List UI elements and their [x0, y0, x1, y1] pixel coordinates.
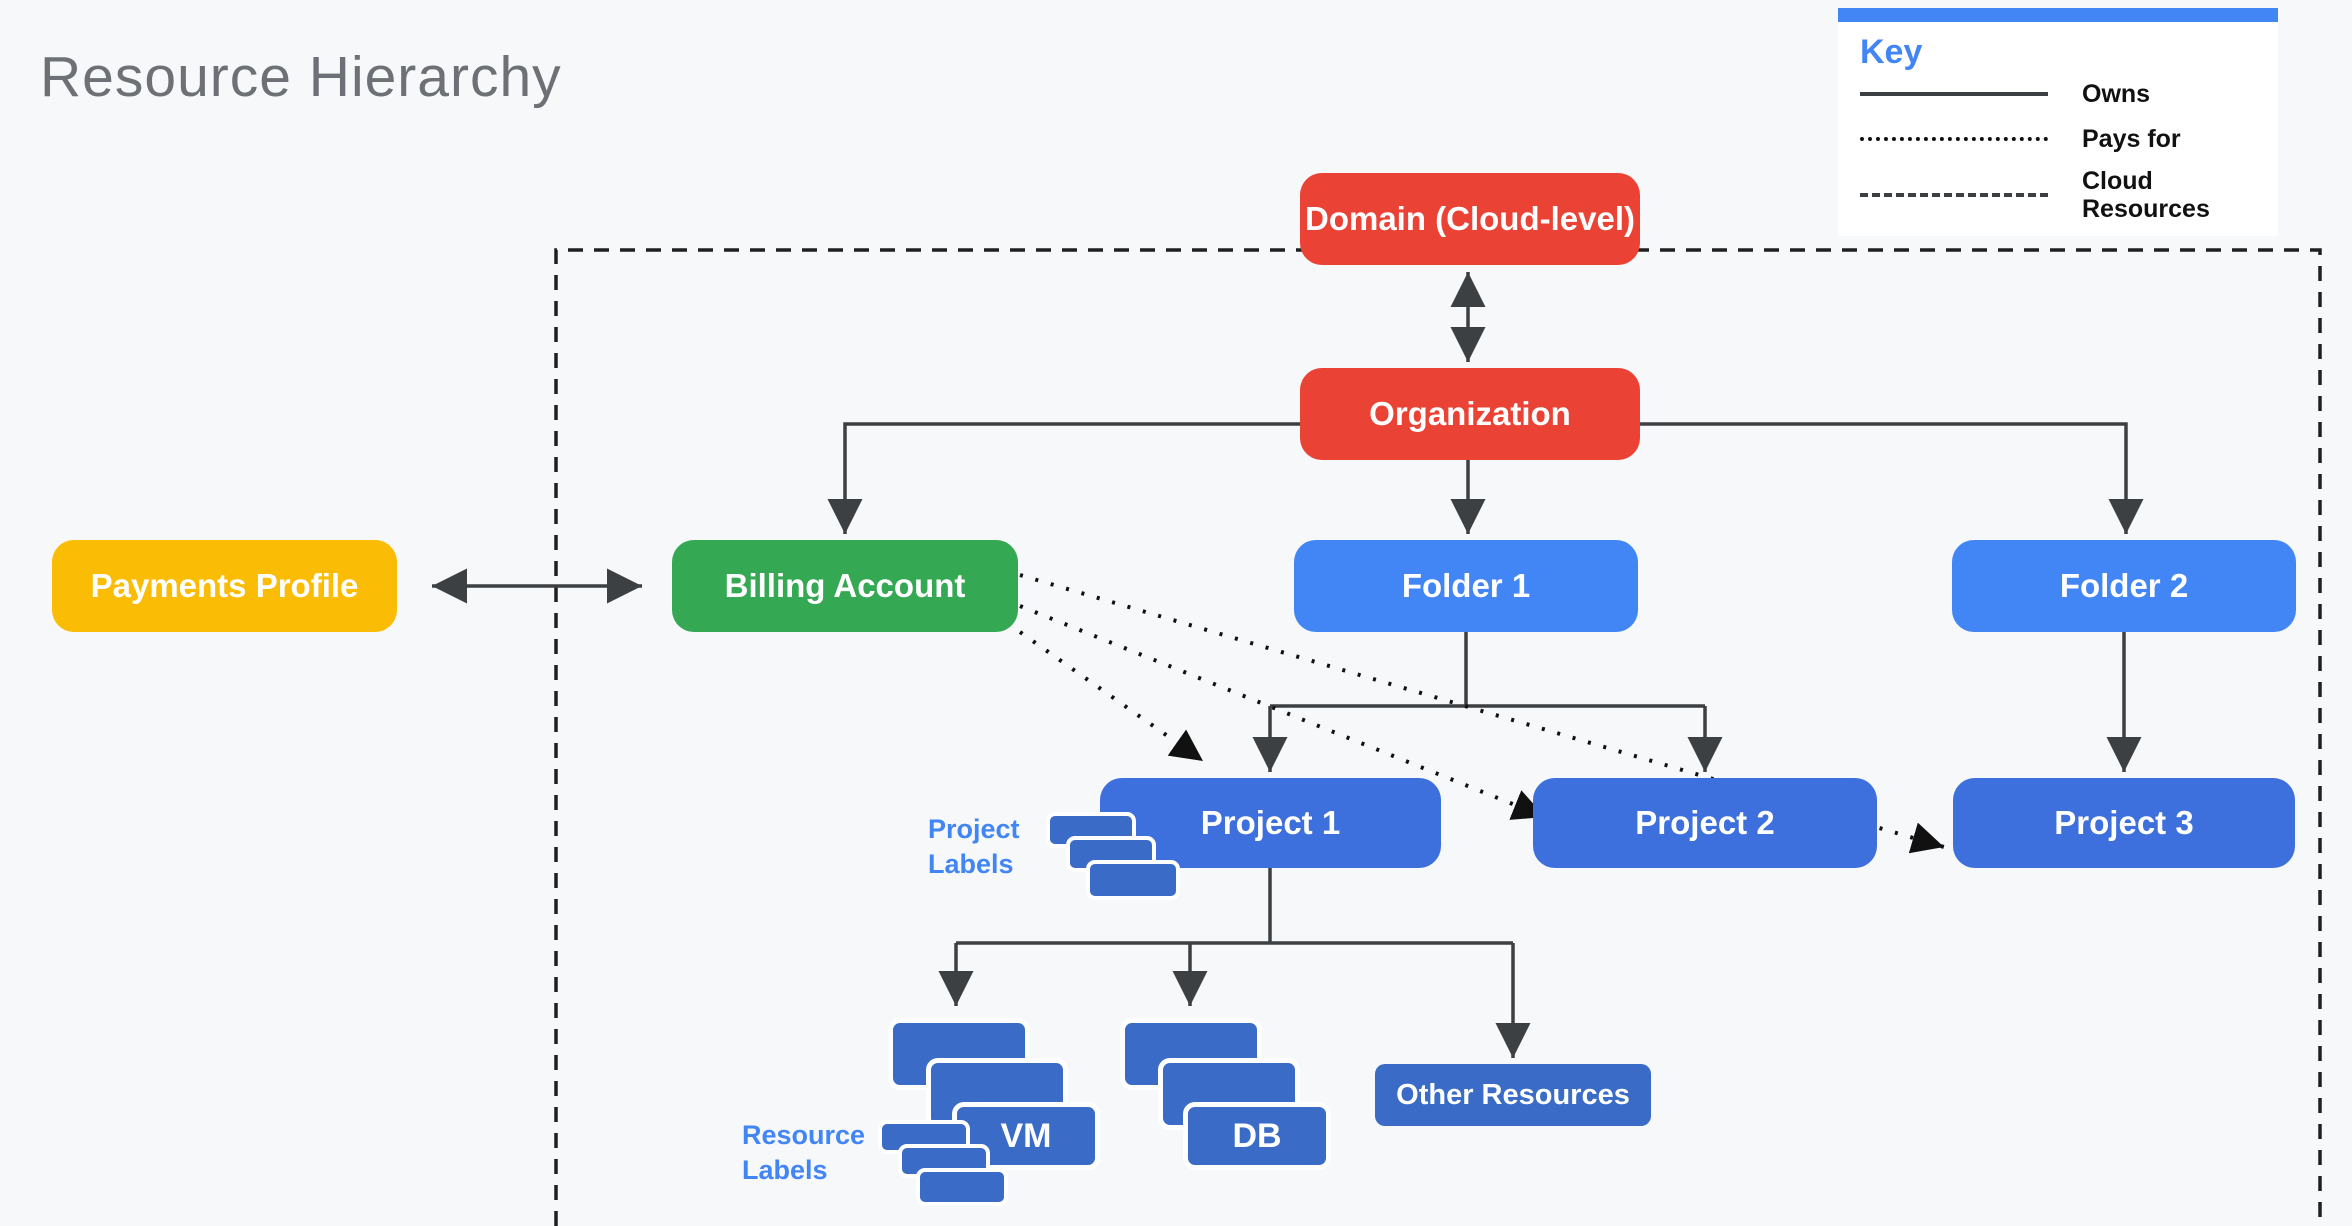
node-payments-profile: Payments Profile [52, 540, 397, 632]
edge-project1-split [956, 868, 1513, 945]
db-stack-card-back [1120, 1018, 1262, 1090]
legend-heading: Key [1860, 33, 1923, 71]
edge-organization-billing [827, 422, 1300, 534]
node-db: DB [1183, 1102, 1331, 1170]
page-title: Resource Hierarchy [40, 45, 562, 109]
node-organization: Organization [1300, 368, 1640, 460]
legend-label-cloud-resources: Cloud Resources [2082, 166, 2210, 224]
node-domain: Domain (Cloud-level) [1300, 173, 1640, 265]
edge-organization-folder2 [1640, 422, 2144, 534]
node-folder-2: Folder 2 [1952, 540, 2296, 632]
legend-label-pays-for: Pays for [2082, 125, 2181, 154]
project-labels-badge-front [1086, 860, 1180, 900]
solid-line-sample [1860, 92, 2048, 97]
legend-top-bar [1838, 8, 2278, 22]
legend-row-owns: Owns [1860, 75, 2256, 113]
project-labels-annotation: Project Labels [928, 814, 1020, 880]
legend-row-cloud-resources: Cloud Resources [1860, 165, 2256, 225]
node-project-3: Project 3 [1953, 778, 2295, 868]
edge-billing-project1-dotted [1018, 630, 1205, 763]
node-billing-account: Billing Account [672, 540, 1018, 632]
legend-label-owns: Owns [2082, 80, 2151, 109]
node-project-2: Project 2 [1533, 778, 1877, 868]
dashed-line-sample [1860, 193, 2048, 198]
legend-row-pays-for: Pays for [1860, 113, 2256, 165]
resource-labels-badge-front [916, 1168, 1008, 1206]
legend-key-box: Key Owns Pays for Cloud Resources [1838, 8, 2278, 236]
edge-folder1-split [1270, 632, 1705, 708]
node-folder-1: Folder 1 [1294, 540, 1638, 632]
resource-labels-annotation: Resource Labels [742, 1120, 866, 1186]
node-other-resources: Other Resources [1375, 1064, 1651, 1126]
dotted-line-sample [1860, 137, 2048, 142]
node-project-1: Project 1 [1100, 778, 1441, 868]
